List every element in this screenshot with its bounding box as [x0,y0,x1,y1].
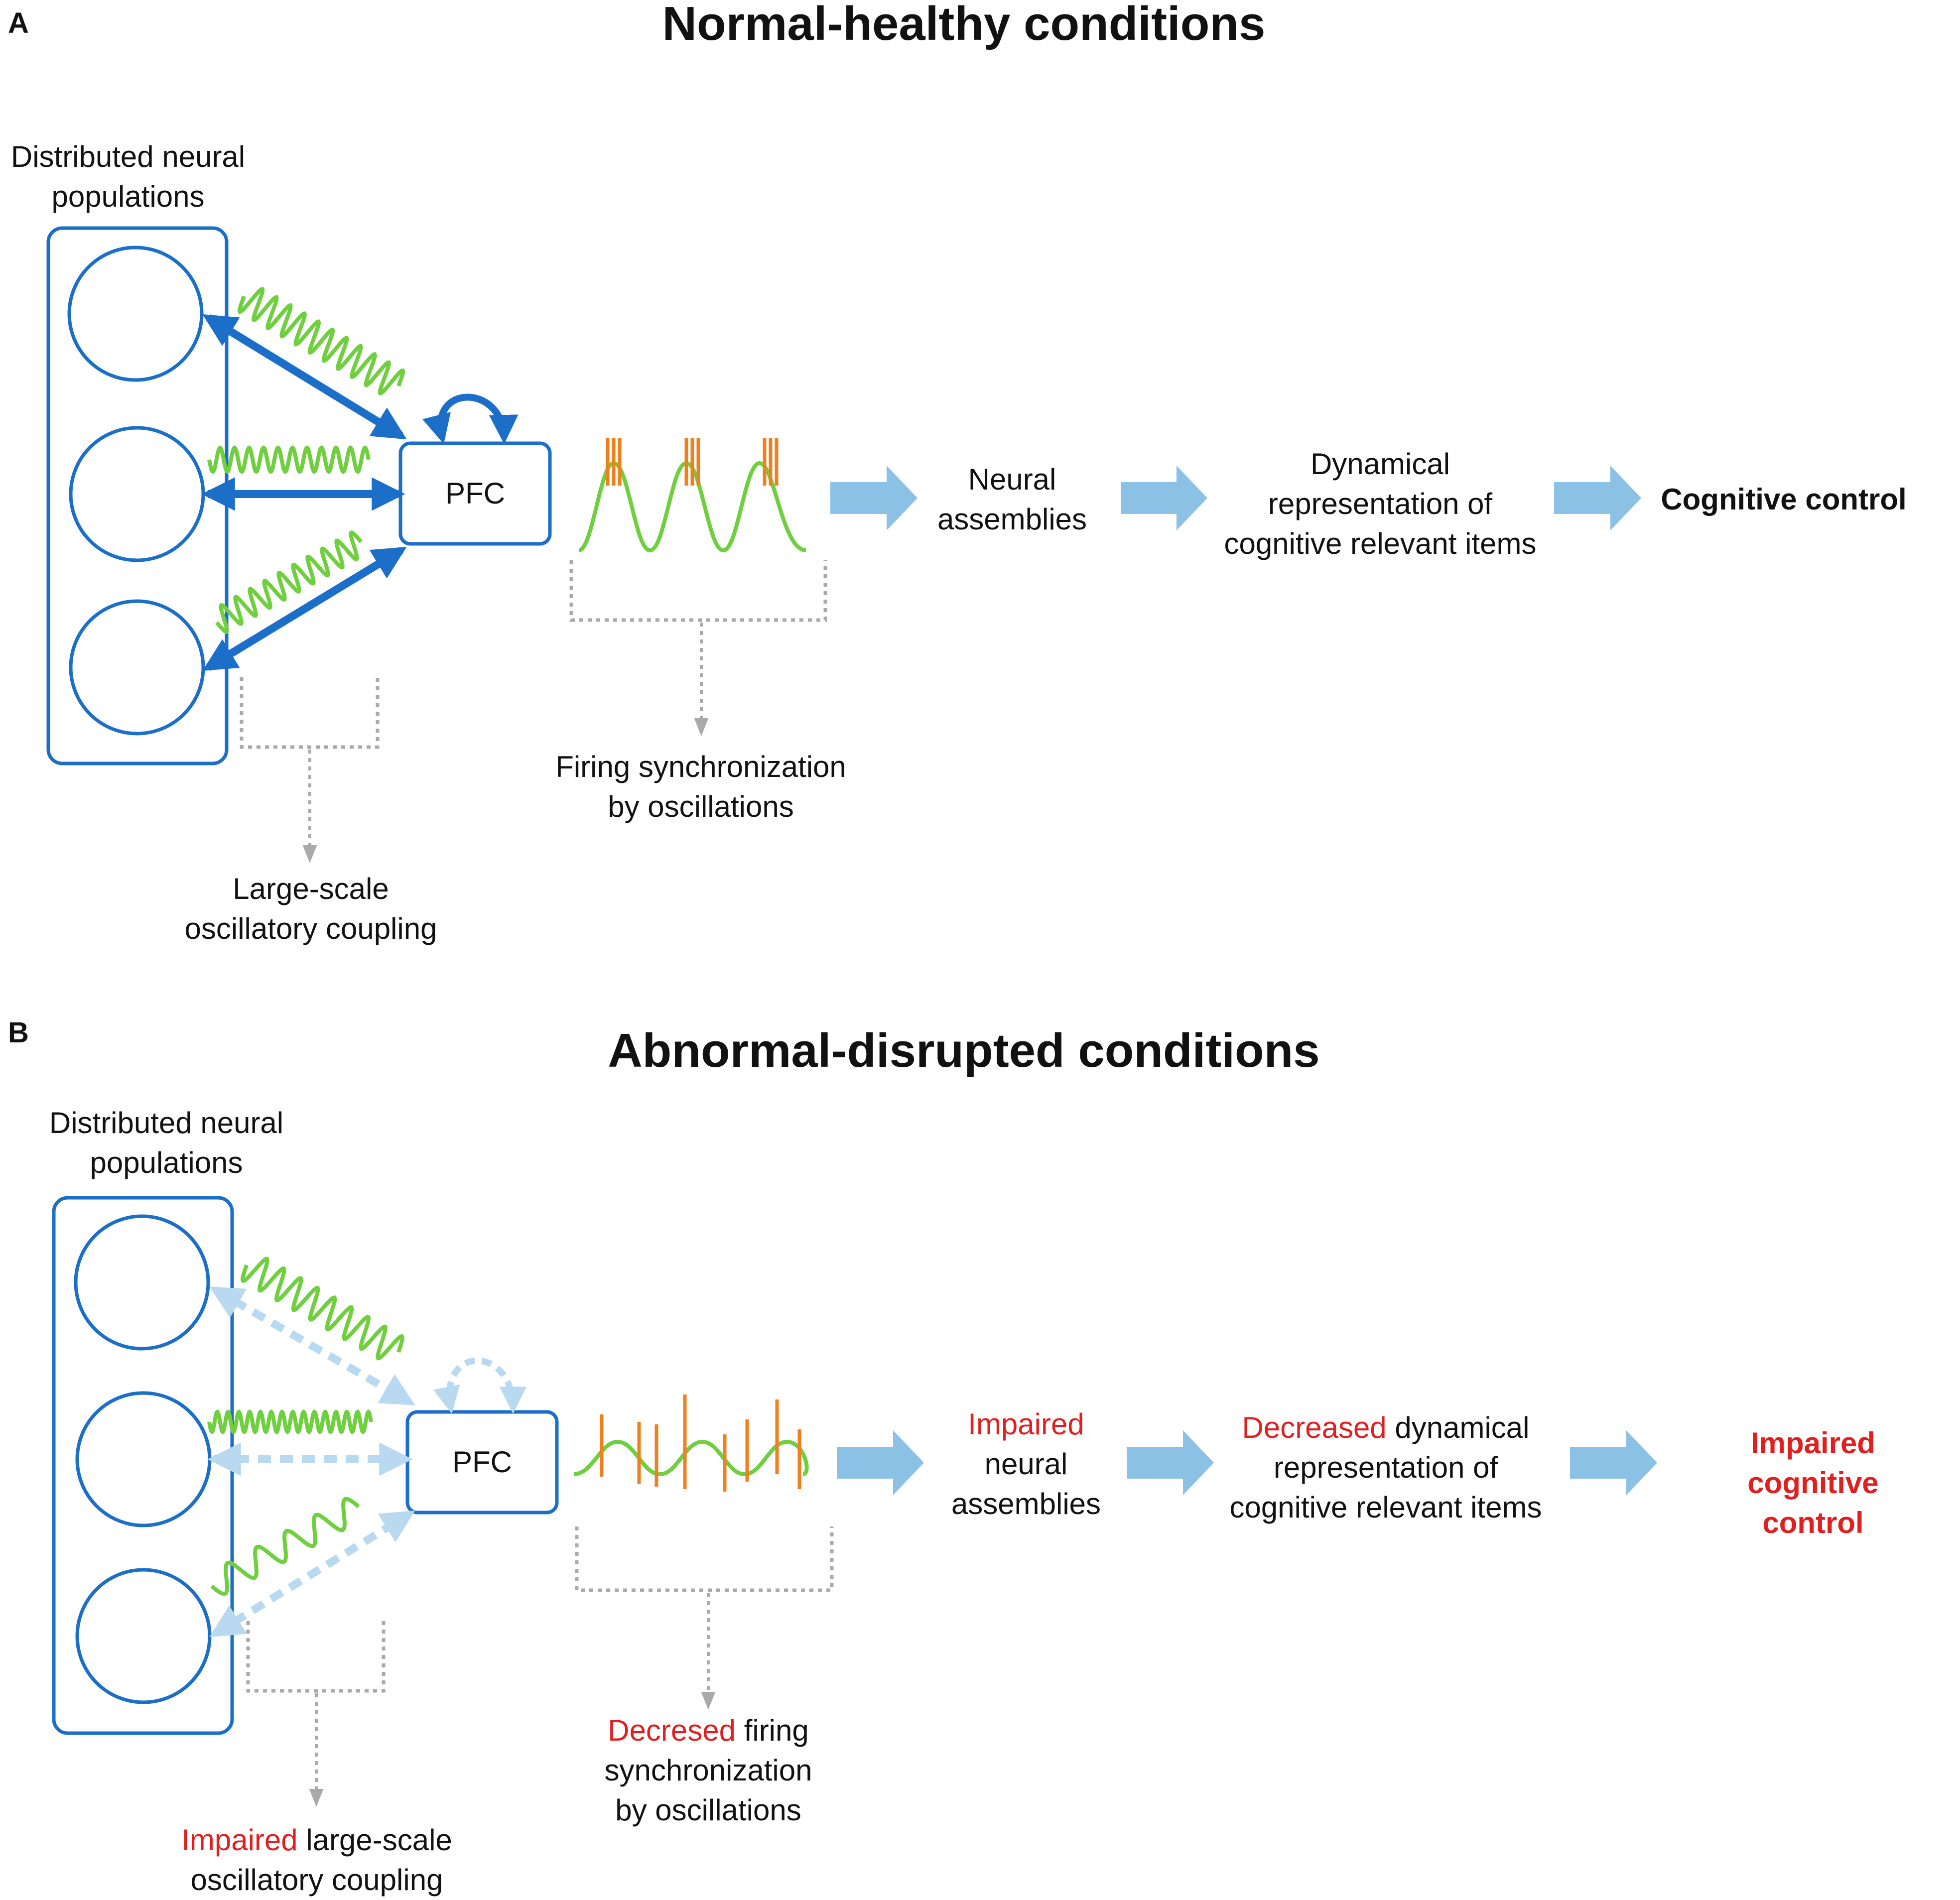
desynchronized-wave [573,1439,809,1477]
panel-b-letter: B [8,1016,29,1049]
firing-sync-impaired-word: Decresed [608,1714,736,1747]
desynchronized-spikes [600,1394,801,1492]
synchronized-spikes [606,438,779,486]
coupling-bracket [240,677,380,749]
oscillation-wave-bottom [210,1497,360,1596]
flow-arrow-2 [1121,466,1207,530]
coupling-label-rest: oscillatory coupling [190,1863,443,1897]
oscillation-wave-middle [207,445,371,474]
panel-a-title: Normal-healthy conditions [662,0,1266,50]
assemblies-label: Neural assemblies [937,463,1087,536]
outcome-label: Cognitive control [1661,483,1907,516]
coupling-label: Impaired large-scale oscillatory couplin… [181,1820,452,1900]
firing-sync-bracket [569,560,827,622]
panel-a [46,226,1641,863]
firing-sync-label-line1-rest: firing [736,1714,809,1747]
panel-a-letter: A [8,7,29,39]
pfc-label: PFC [452,1445,512,1479]
coupling-impaired-word: Impaired [181,1823,298,1857]
population-circle-top [67,246,204,382]
population-circle-middle [75,1391,212,1527]
populations-label: Distributed neural populations [10,140,246,213]
firing-sync-bracket [575,1526,834,1592]
pfc-label: PFC [445,477,505,510]
representation-label: Dynamical representation of cognitive re… [1224,447,1537,560]
coupling-label-line1-rest: large-scale [297,1823,452,1857]
oscillation-wave-middle [207,1409,373,1435]
assemblies-label: Impaired neural assemblies [951,1404,1101,1523]
coupling-arrow-top [202,314,407,440]
coupling-bracket [246,1621,386,1693]
oscillation-wave-bottom [215,530,363,634]
panel-b [52,1196,1657,1807]
oscillation-wave-top [237,287,405,395]
panel-b-title: Abnormal-disrupted conditions [608,1024,1320,1077]
pfc-self-loop-weak-arrow [433,1357,527,1414]
outcome-label: Impaired cognitive control [1747,1426,1879,1539]
firing-sync-label: Firing synchronization by oscillations [555,750,846,823]
populations-label: Distributed neural populations [49,1106,284,1179]
assemblies-impaired-word: Impaired [968,1407,1084,1441]
flow-arrow-3 [1570,1430,1657,1495]
weak-coupling-arrow-top [209,1286,415,1405]
representation-label: Decreased dynamical representation of co… [1230,1408,1542,1527]
representation-label-line1-rest: dynamical [1386,1411,1530,1444]
population-circle-bottom [75,1568,212,1704]
assemblies-label-rest: neural assemblies [951,1447,1101,1520]
firing-sync-label: Decresed firing synchronization by oscil… [605,1711,812,1830]
flow-arrow-3 [1554,466,1641,530]
population-circle-middle [69,426,205,562]
coupling-arrow-bottom [202,547,407,671]
representation-decreased-word: Decreased [1242,1411,1387,1444]
flow-arrow-1 [830,466,917,530]
flow-arrow-2 [1127,1430,1214,1495]
firing-sync-label-rest: synchronization by oscillations [604,1753,812,1827]
population-circle-top [74,1214,210,1351]
weak-coupling-arrow-bottom [209,1510,415,1638]
oscillation-wave-top [241,1257,404,1361]
coupling-label: Large-scale oscillatory coupling [184,872,437,945]
representation-label-rest: representation of cognitive relevant ite… [1229,1450,1542,1524]
pfc-self-loop-arrow [422,393,519,444]
population-circle-bottom [69,599,205,736]
flow-arrow-1 [837,1430,924,1495]
